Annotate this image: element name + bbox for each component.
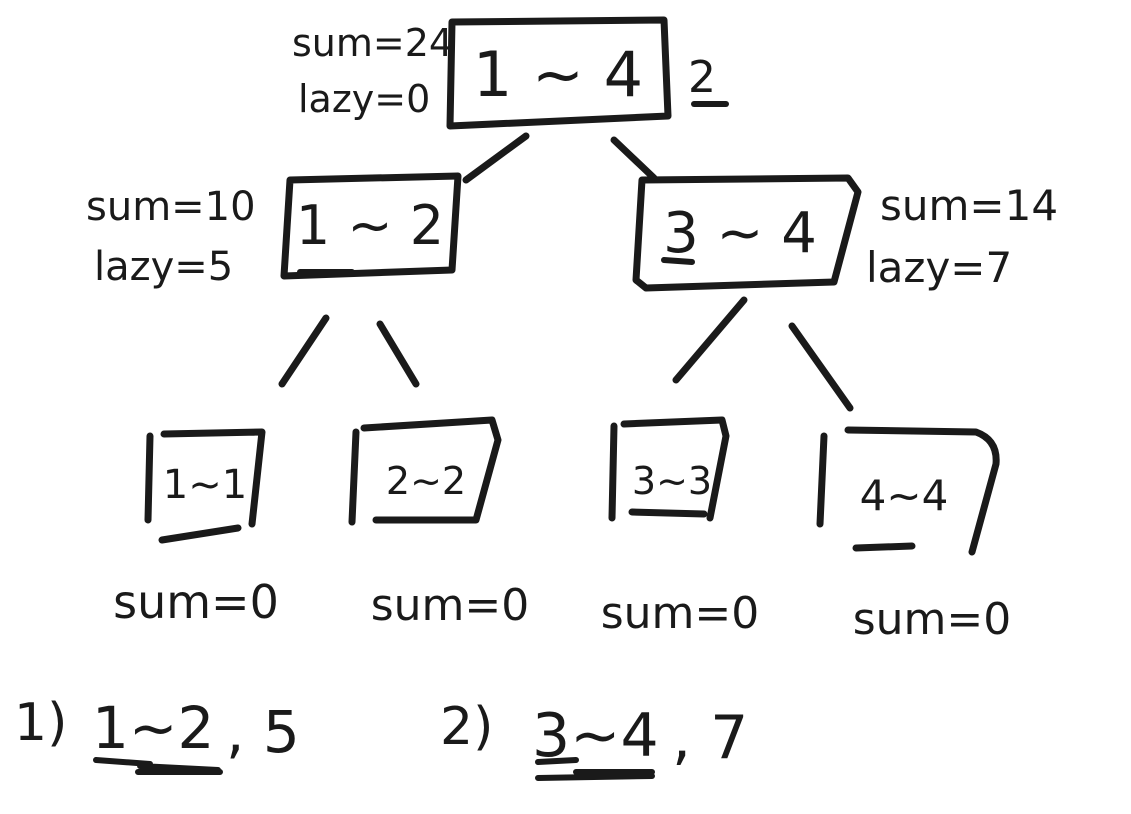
right-lazy-label: lazy=7 [866,243,1012,292]
right-range-underline [661,257,695,265]
step-2-value: , 7 [672,703,748,773]
step-2: 2) 3~4 , 7 [440,697,748,781]
leaf-4: 4~4 sum=0 [816,426,1012,645]
edge-right-leaf4 [788,322,854,412]
edge-left-leaf1 [278,314,330,388]
step-1-label: 1) [14,693,67,753]
left-node-box [280,172,462,280]
right-sum-label: sum=14 [880,181,1058,230]
leaf-1-range: 1~1 [163,462,247,508]
step-1-range: 1~2 [92,694,214,762]
step-2-label: 2) [440,697,493,757]
leaf-4-sum: sum=0 [853,594,1012,645]
leaf-3: 3~3 sum=0 [601,416,760,639]
left-lazy-label: lazy=5 [94,244,233,290]
root-node-box [446,16,672,130]
leaf-2-sum: sum=0 [371,580,530,631]
leaf-1: 1~1 sum=0 [113,428,279,629]
step-1-value: , 5 [226,698,300,766]
right-range: 3 ~ 4 [663,201,817,266]
leaf-2-range: 2~2 [386,459,466,503]
left-range: 1 ~ 2 [296,194,444,257]
right-node: 3 ~ 4 sum=14 lazy=7 [632,174,1058,292]
root-sum-label: sum=24 [292,21,453,65]
root-range: 1 ~ 4 [473,38,643,111]
leaf-3-sum: sum=0 [601,588,760,639]
edge-left-leaf2 [376,320,420,388]
edge-right-leaf3 [672,296,748,384]
root-side-note: 2 [688,52,716,103]
step-2-underline [535,757,655,781]
root-node: 1 ~ 4 sum=24 lazy=0 2 [292,16,729,130]
left-node: 1 ~ 2 sum=10 lazy=5 [86,172,462,290]
edge-root-right [610,136,658,182]
leaf-2: 2~2 sum=0 [348,416,530,631]
leaf-1-sum: sum=0 [113,575,279,629]
right-node-box [632,174,862,292]
leaf-3-range: 3~3 [632,459,712,503]
leaf-2-box [348,416,502,526]
leaf-4-box [816,426,1000,556]
left-sum-label: sum=10 [86,184,256,230]
edge-root-left [462,132,530,184]
leaf-3-box [608,416,730,522]
step-1-underline [93,757,223,775]
root-lazy-label: lazy=0 [298,77,430,121]
leaf-1-box [144,428,266,544]
leaf-4-range: 4~4 [860,471,949,520]
step-1: 1) 1~2 , 5 [14,693,300,775]
